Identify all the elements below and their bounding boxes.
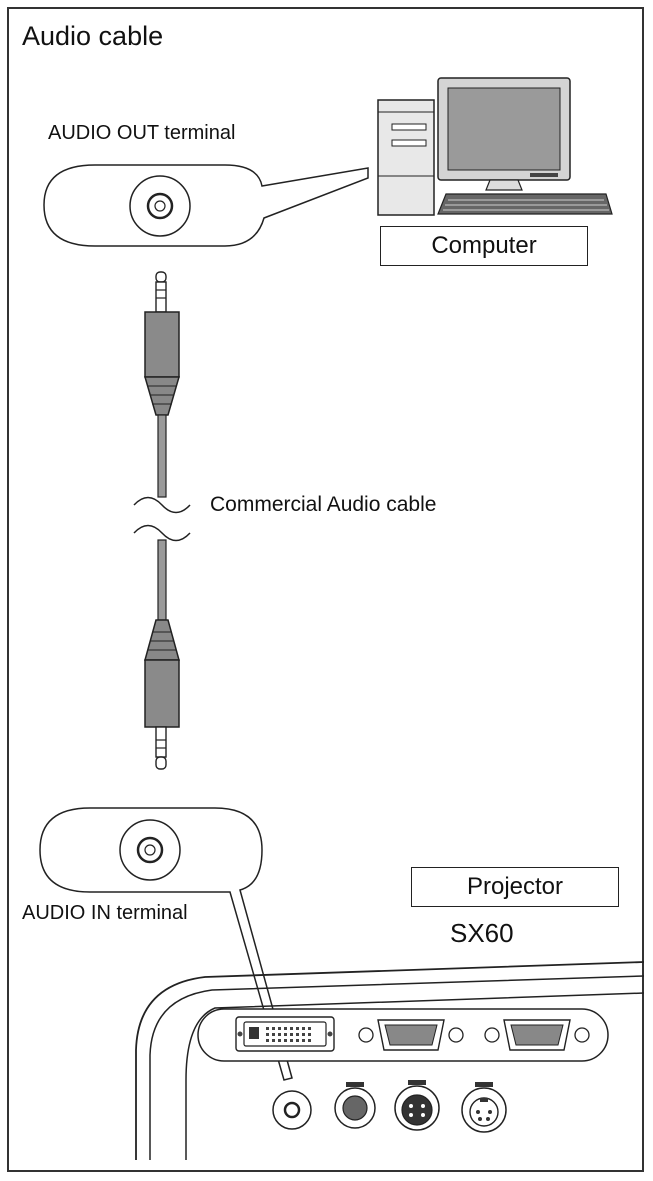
computer-label: Computer: [380, 226, 588, 266]
computer-icon: [377, 77, 613, 216]
audio-out-terminal-label: AUDIO OUT terminal: [48, 122, 236, 144]
audio-in-jack-icon: [39, 807, 293, 1081]
projector-label: Projector: [411, 867, 619, 907]
diagram-title: Audio cable: [22, 21, 164, 51]
audio-plug-icon: [133, 271, 191, 770]
projector-model-label: SX60: [450, 918, 514, 948]
projector-panel-icon: [135, 961, 645, 1160]
cable-label: Commercial Audio cable: [210, 493, 437, 516]
audio-in-terminal-label: AUDIO IN terminal: [22, 902, 188, 924]
audio-out-jack-icon: [43, 164, 369, 247]
